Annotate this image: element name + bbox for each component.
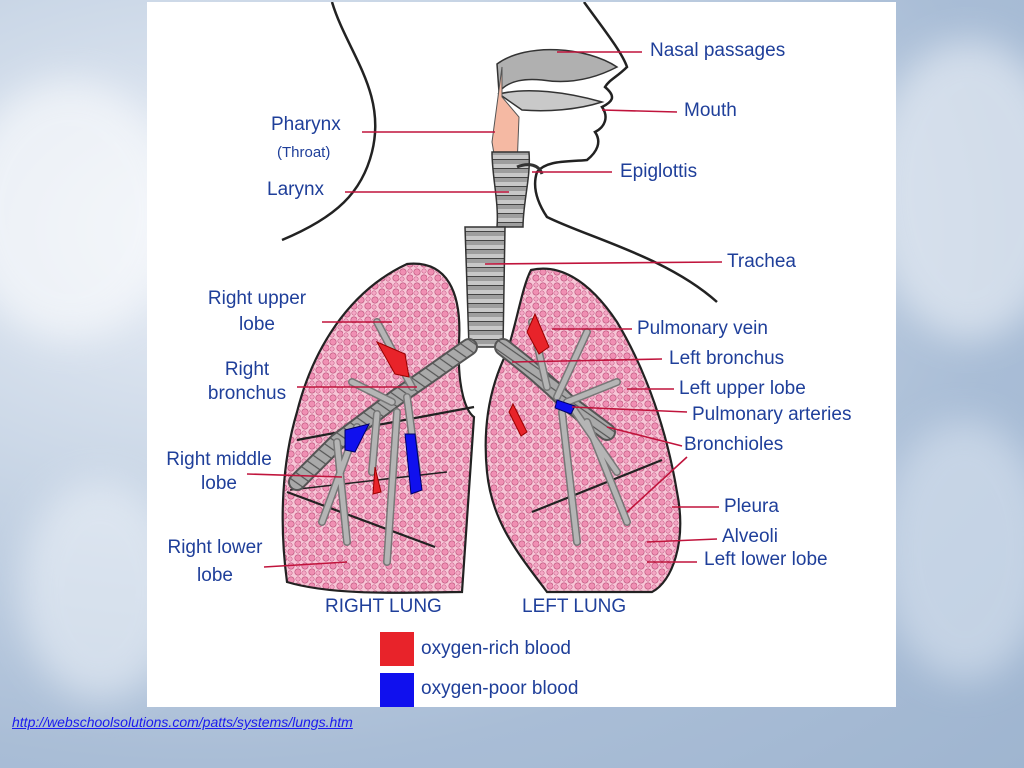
label-right-lower-lobe-line1: Right lower [167, 537, 263, 558]
legend-swatch-oxygen-poor [380, 673, 414, 707]
label-right-lower-lobe-line2: lobe [197, 565, 233, 586]
trachea-shape [464, 226, 506, 348]
label-right-lung: RIGHT LUNG [325, 596, 442, 617]
label-right-upper-lobe: Right upper lobe [192, 288, 322, 336]
legend-label-oxygen-poor: oxygen-poor blood [421, 678, 579, 699]
label-larynx: Larynx [267, 179, 325, 200]
label-trachea: Trachea [727, 251, 796, 272]
label-right-middle-lobe-line1: Right middle [166, 449, 272, 470]
label-nasal-passages: Nasal passages [650, 40, 786, 61]
label-right-upper-lobe-line2: lobe [239, 314, 275, 335]
head-outline [281, 2, 718, 303]
label-epiglottis: Epiglottis [620, 161, 698, 182]
legend-label-oxygen-rich: oxygen-rich blood [421, 638, 571, 659]
label-left-lower-lobe: Left lower lobe [704, 549, 828, 570]
label-right-bronchus-line1: Right [224, 359, 270, 380]
respiratory-system-diagram [246, 2, 723, 594]
label-right-lower-lobe: Right lower lobe [155, 537, 275, 587]
label-alveoli: Alveoli [722, 526, 778, 547]
pointer-lines [246, 51, 723, 568]
label-bronchioles: Bronchioles [684, 434, 784, 455]
label-right-middle-lobe-line2: lobe [201, 473, 237, 494]
label-right-bronchus-line2: bronchus [207, 383, 287, 404]
label-throat: (Throat) [277, 144, 331, 161]
label-right-upper-lobe-line1: Right upper [207, 288, 307, 309]
label-pulmonary-vein: Pulmonary vein [637, 318, 768, 339]
label-right-bronchus: Right bronchus [192, 359, 302, 405]
legend-swatch-oxygen-rich [380, 632, 414, 666]
label-left-bronchus: Left bronchus [669, 348, 785, 369]
label-left-upper-lobe: Left upper lobe [679, 378, 806, 399]
label-left-lung: LEFT LUNG [522, 596, 627, 617]
background-blob [880, 420, 1024, 680]
label-pleura: Pleura [724, 496, 779, 517]
diagram-panel: Nasal passages Mouth Pharynx (Throat) Ep… [147, 2, 896, 707]
label-mouth: Mouth [684, 100, 737, 121]
label-pharynx: Pharynx [271, 114, 341, 135]
label-pulmonary-arteries: Pulmonary arteries [692, 404, 852, 425]
label-right-middle-lobe: Right middle lobe [149, 449, 289, 495]
blood-vessels [344, 312, 576, 495]
source-link[interactable]: http://webschoolsolutions.com/patts/syst… [12, 714, 353, 730]
nasal-oral-cavity [491, 48, 619, 173]
